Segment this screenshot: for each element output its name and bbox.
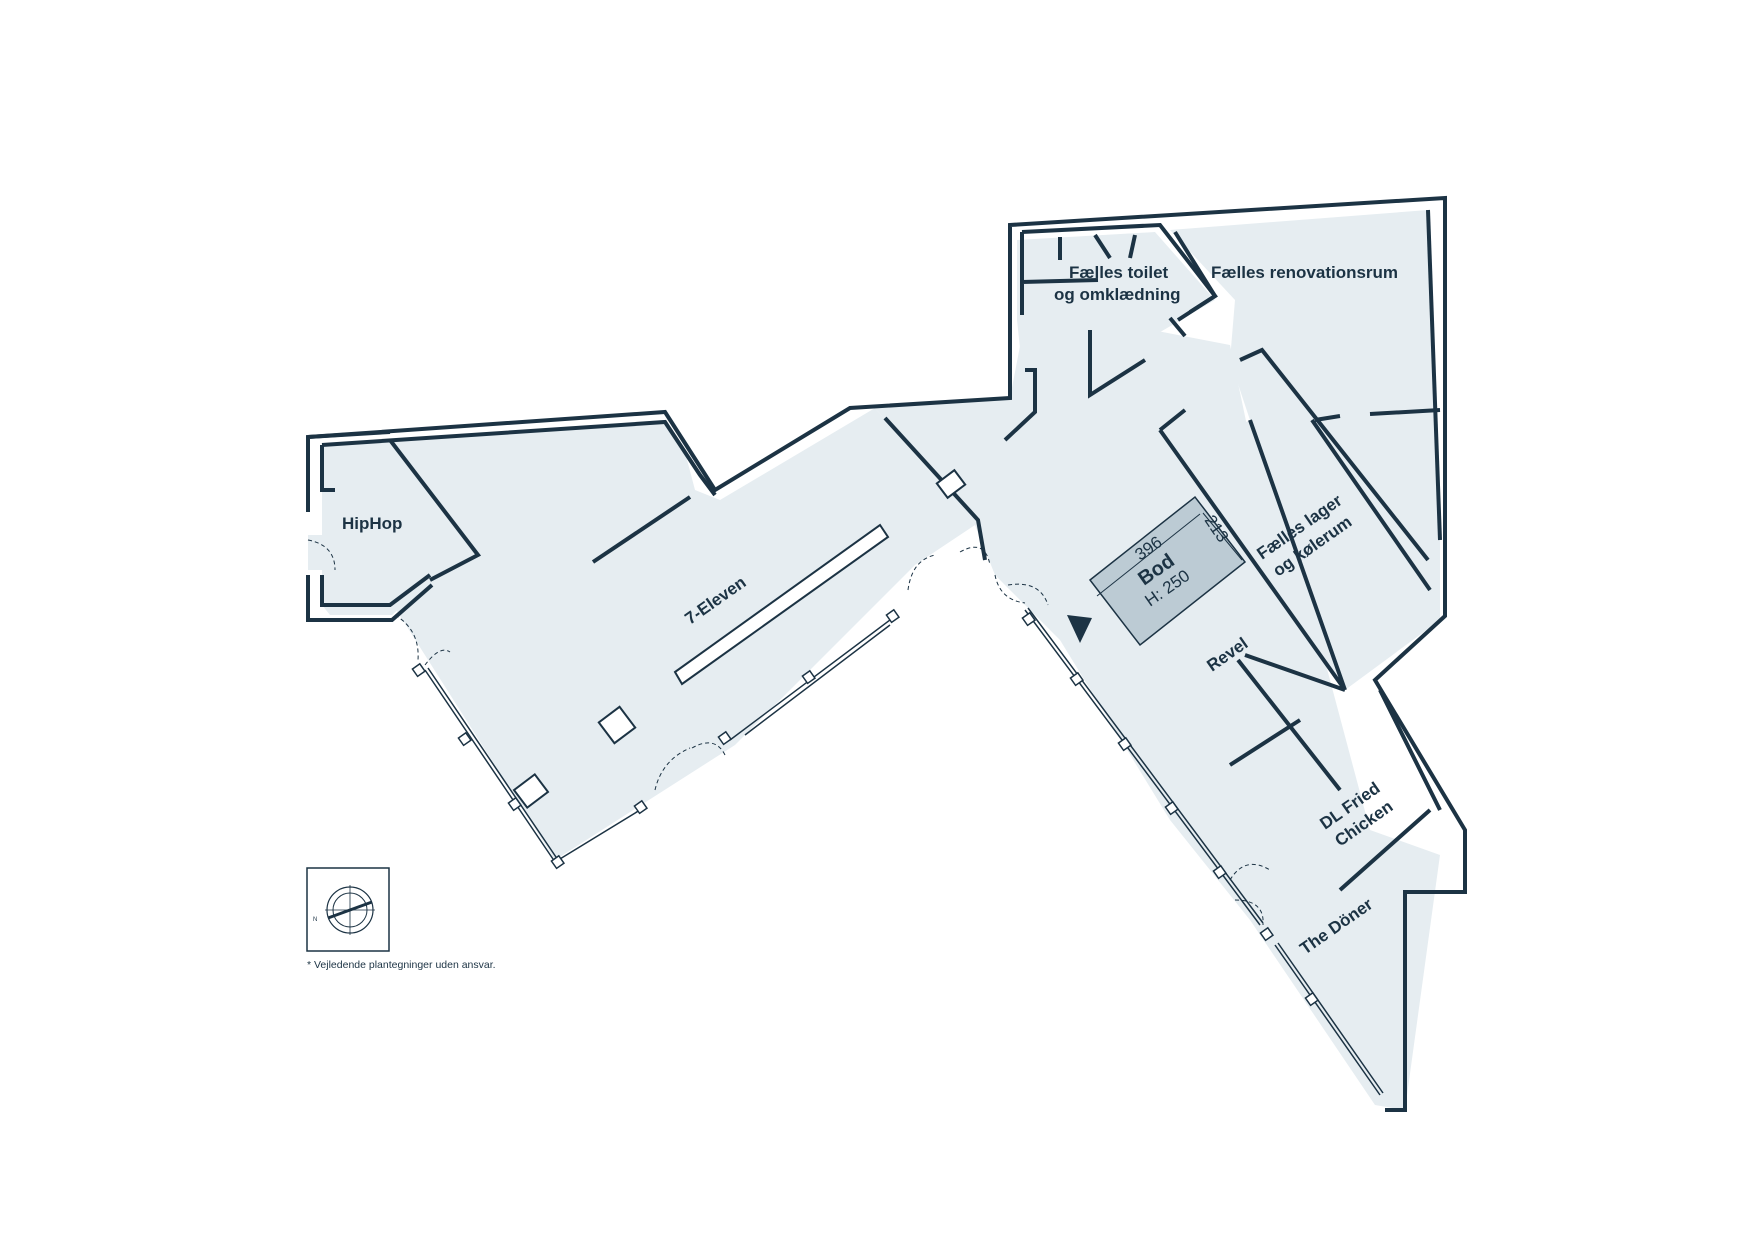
storage-dim-depth <box>1202 512 1243 561</box>
mullion <box>1212 864 1228 880</box>
compass-north-letter: N <box>313 917 317 923</box>
mullion <box>550 854 566 870</box>
mullions <box>411 608 1320 1007</box>
storefront <box>424 607 1384 1096</box>
floor-lager <box>1175 350 1440 690</box>
door-swing <box>654 747 691 791</box>
storefront-seven-left <box>424 667 559 863</box>
floor-fill <box>308 210 1440 1110</box>
label-hiphop: HipHop <box>342 514 402 533</box>
storage-dim-width <box>1096 513 1201 597</box>
wall-lager-inner <box>1310 408 1441 592</box>
door-swing <box>1229 863 1271 881</box>
mullion <box>1259 926 1275 942</box>
wall-renovation-divider <box>1173 230 1430 562</box>
walls <box>306 195 1467 1112</box>
wall-corridor-top <box>1003 368 1037 442</box>
door-swing <box>1234 899 1264 926</box>
mullion <box>457 731 473 747</box>
door-swing <box>959 546 991 566</box>
wall-seven-divider <box>883 416 987 561</box>
fixtures <box>512 468 967 810</box>
footnote: * Vejledende plantegninger uden ansvar. <box>307 959 496 971</box>
storefront-corridor <box>1024 607 1384 1096</box>
wall-seven-mid <box>591 495 692 564</box>
wall-toilet-inner <box>1020 232 1187 399</box>
storage-fill <box>1088 495 1247 647</box>
label-toilet-line1: Fælles toilet <box>1069 263 1169 282</box>
mullion <box>507 796 523 812</box>
floor-seven-eleven <box>390 408 975 860</box>
column <box>512 772 550 810</box>
wall-renovation-right <box>1426 209 1442 541</box>
mullion <box>1069 671 1085 687</box>
column <box>935 468 967 500</box>
compass-icon: N <box>306 867 390 952</box>
storage-bod <box>1088 495 1247 647</box>
mullion <box>1164 800 1180 816</box>
door-swing <box>307 539 336 571</box>
column <box>597 705 637 745</box>
mullion <box>717 730 733 746</box>
mullion <box>1117 736 1133 752</box>
door-swing <box>424 649 451 666</box>
wall-revel <box>1228 653 1346 792</box>
label-renovation: Fælles renovationsrum <box>1211 263 1398 282</box>
door-swing <box>691 742 726 756</box>
door-swing <box>1007 583 1049 606</box>
floor-hiphop <box>308 440 470 615</box>
wall-dl-doner <box>1338 689 1442 892</box>
mullion <box>1304 991 1320 1007</box>
doors <box>307 539 1271 926</box>
label-toilet-line2: og omklædning <box>1054 285 1181 304</box>
mullion <box>411 662 427 678</box>
wall-top-left-inner <box>321 419 717 497</box>
counter-seven-eleven <box>673 523 890 686</box>
floor-corridor <box>875 318 1440 1110</box>
door-swing <box>907 554 936 591</box>
mullion <box>1021 611 1037 627</box>
floor-toilet <box>1017 232 1215 395</box>
door-swing <box>994 574 1026 604</box>
wall-top-left <box>307 195 1467 1112</box>
mullion <box>801 669 817 685</box>
wall-hiphop-divider <box>388 438 482 582</box>
wall-lager <box>1158 408 1347 692</box>
entrance-triangle-icon <box>1067 615 1092 643</box>
mullion <box>885 608 901 624</box>
mullion <box>633 799 649 815</box>
